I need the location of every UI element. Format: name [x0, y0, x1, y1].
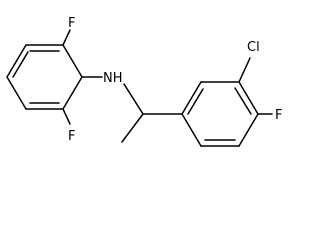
bond — [238, 81, 259, 115]
fluorine-label-bottom: F — [68, 129, 75, 144]
bond — [181, 81, 202, 115]
chlorofluorophenyl-ring — [181, 81, 259, 147]
bond — [62, 108, 71, 125]
bond — [62, 29, 71, 46]
bond — [6, 76, 27, 110]
chlorine-label: Cl — [247, 40, 260, 55]
double-bond-inner — [234, 87, 252, 115]
amine-label: NH — [103, 71, 123, 86]
methyl-bond — [121, 113, 144, 143]
bond — [238, 57, 251, 83]
double-bond-inner — [187, 88, 204, 115]
bond — [238, 113, 259, 147]
bond — [181, 113, 202, 147]
difluorophenyl-ring — [6, 44, 83, 110]
bond — [6, 44, 27, 78]
fluorine-label-top: F — [68, 16, 75, 31]
fluorine-label-right: F — [275, 108, 282, 123]
bond — [62, 44, 83, 78]
bond — [123, 83, 144, 115]
structure-diagram: F F NH Cl F — [6, 16, 282, 147]
double-bond-inner — [12, 51, 29, 78]
bond — [62, 76, 83, 110]
